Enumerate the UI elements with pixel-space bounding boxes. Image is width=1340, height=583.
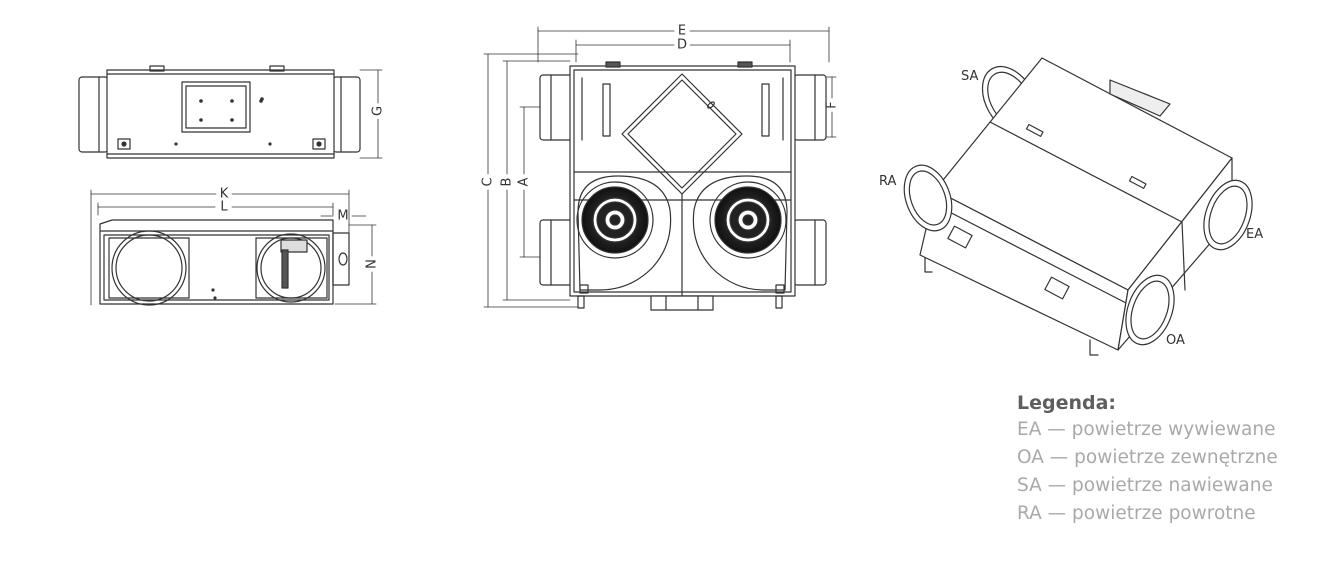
legend-title: Legenda: xyxy=(1017,392,1117,414)
dim-k-label: K xyxy=(220,187,229,202)
dim-b-label: B xyxy=(500,178,515,187)
dim-f-label: F xyxy=(825,101,840,108)
top-view xyxy=(483,26,837,311)
legend-item-ra: RA — powietrze powrotne xyxy=(1017,503,1256,524)
legend-item-sa: SA — powietrze nawiewane xyxy=(1017,475,1273,496)
front-view xyxy=(78,65,383,159)
dim-l-label: L xyxy=(220,200,228,215)
iso-label-oa: OA xyxy=(1166,333,1185,348)
dim-m-label: M xyxy=(337,209,348,224)
dim-e-label: E xyxy=(678,24,686,39)
iso-label-sa: SA xyxy=(961,69,978,84)
iso-label-ea: EA xyxy=(1246,227,1263,242)
dim-c-label: C xyxy=(481,177,496,186)
iso-label-ra: RA xyxy=(879,174,897,189)
legend-item-ea: EA — powietrze wywiewane xyxy=(1017,419,1276,440)
isometric-view xyxy=(903,57,1253,356)
dim-g-label: G xyxy=(371,106,386,116)
legend: Legenda: EA — powietrze wywiewane OA — p… xyxy=(1017,392,1337,528)
dim-a-label: A xyxy=(517,177,532,186)
dim-n-label: N xyxy=(365,259,380,269)
side-view xyxy=(90,189,377,306)
legend-item-oa: OA — powietrze zewnętrzne xyxy=(1017,447,1278,468)
dim-d-label: D xyxy=(677,38,687,53)
